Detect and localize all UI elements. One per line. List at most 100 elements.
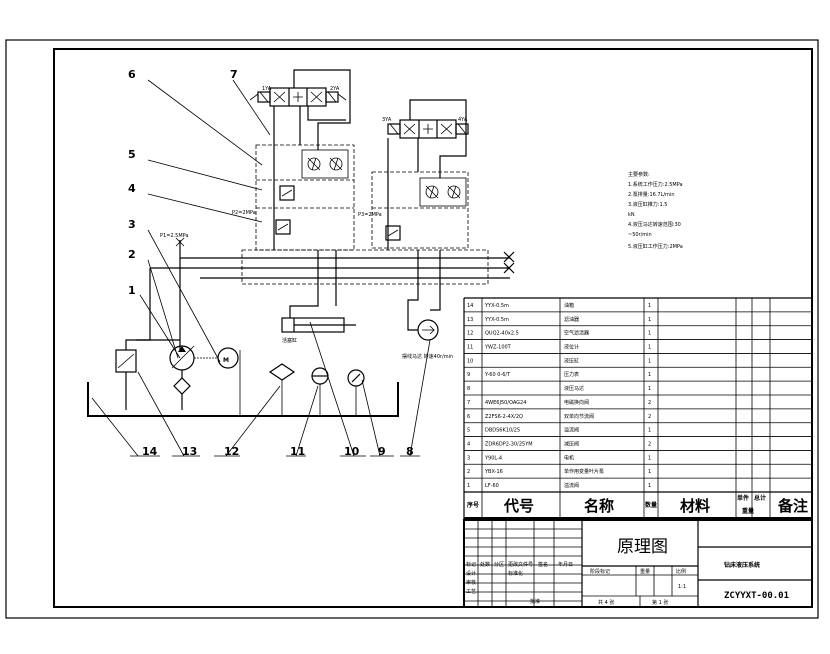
parts-cell-qty: 1 <box>648 483 651 489</box>
parts-cell-no: 8 <box>467 386 470 392</box>
label-10: 10 <box>344 445 360 458</box>
label-6: 6 <box>128 68 136 81</box>
note-line: 5.液压缸工作压力:2MPa <box>628 243 683 250</box>
dual-throttle-left <box>301 149 349 179</box>
parts-cell-qty: 1 <box>648 428 651 434</box>
circuit: M 6 <box>87 68 683 458</box>
stage-mark: 阶段标记 <box>590 568 610 575</box>
parts-cell-code: Z2FS6-2-4X/2Q <box>485 414 523 420</box>
parts-cell-no: 11 <box>467 345 473 351</box>
parts-cell-no: 7 <box>467 400 470 406</box>
tb-role-review: 审核 <box>466 579 476 586</box>
project-name: 钻床液压系统 <box>724 561 760 569</box>
reducing-valve-left <box>275 219 291 235</box>
parts-cell-name: 电机 <box>564 454 574 461</box>
parts-cell-no: 12 <box>467 331 473 337</box>
note-line: kN <box>628 212 635 218</box>
directional-valve-right <box>387 119 469 139</box>
parts-cell-qty: 1 <box>648 303 651 309</box>
parts-cell-code: YYX-0.5m <box>484 317 509 323</box>
note-line: 1.系统工作压力:2.5MPa <box>628 181 683 188</box>
label-12: 12 <box>224 445 239 458</box>
title-block: 原理图 钻床液压系统 ZCYYXT-00.01 阶段标记 重量 比例 1:1 共… <box>463 519 813 608</box>
parts-cell-name: 液压马达 <box>564 385 584 392</box>
label-5: 5 <box>128 148 136 161</box>
tb-role-process: 工艺 <box>466 589 476 595</box>
parts-cell-no: 2 <box>467 469 470 475</box>
parts-cell-no: 5 <box>467 428 470 434</box>
parts-cell-name: 空气滤清器 <box>564 330 589 337</box>
parts-cell-no: 6 <box>467 414 470 420</box>
parts-cell-name: 油箱 <box>564 302 574 309</box>
header-remark: 备注 <box>777 497 808 515</box>
parts-cell-no: 3 <box>467 455 470 461</box>
note-line: 2.泵排量:16.7L/min <box>628 191 675 198</box>
label-2: 2 <box>128 248 136 261</box>
right-valve-stack <box>371 171 469 249</box>
parts-cell-code: 4WE6J50/OAG24 <box>485 400 526 406</box>
parts-cell-no: 13 <box>467 317 473 323</box>
label-11: 11 <box>290 445 305 458</box>
solenoid-label-2: 2YA <box>330 86 340 92</box>
sheet-total: 共 4 张 <box>598 599 614 606</box>
parts-cell-code: ZDR6DP2-30/25YM <box>485 442 533 448</box>
parts-cell-code: Y-60 0-6/T <box>484 372 511 378</box>
solenoid-label-4: 4YA <box>458 117 468 123</box>
header-single: 单件 <box>737 494 749 502</box>
parts-cell-no: 9 <box>467 372 470 378</box>
parts-cell-name: 溢流阀 <box>564 482 579 489</box>
parts-cell-qty: 1 <box>648 331 651 337</box>
header-weight: 重量 <box>742 507 754 515</box>
label-1: 1 <box>128 284 136 297</box>
parts-cell-code: Y90L-4 <box>484 455 502 461</box>
parts-cell-name: 单作用变量叶片泵 <box>564 468 604 475</box>
note-line: 4.液压马达转速范围:30 <box>628 221 681 228</box>
parts-cell-name: 滤油器 <box>564 316 579 323</box>
directional-valve-left <box>249 87 347 107</box>
note-line: 主要参数: <box>628 171 650 178</box>
parts-cell-qty: 2 <box>648 400 651 406</box>
tb-col-date: 年月日 <box>558 561 573 568</box>
technical-notes: 主要参数: 1.系统工作压力:2.5MPa 2.泵排量:16.7L/min 3.… <box>628 171 683 250</box>
dual-throttle-right <box>419 177 467 207</box>
tb-col-count: 处数 <box>480 561 490 568</box>
parts-cell-name: 减压阀 <box>564 441 579 448</box>
parts-cell-qty: 1 <box>648 469 651 475</box>
header-no: 序号 <box>466 501 479 509</box>
tb-col-change: 更改文件号 <box>508 561 533 568</box>
label-7: 7 <box>230 68 238 81</box>
label-14: 14 <box>142 445 158 458</box>
label-13: 13 <box>182 445 197 458</box>
label-3: 3 <box>128 218 136 231</box>
suction-filter <box>173 370 191 395</box>
left-valve-stack <box>255 144 355 251</box>
label-9: 9 <box>378 445 386 458</box>
svg-text:M: M <box>223 357 229 364</box>
parts-cell-name: 液压缸 <box>564 357 579 364</box>
parts-cell-name: 液位计 <box>564 344 579 351</box>
parts-cell-qty: 1 <box>648 317 651 323</box>
header-qty: 数量 <box>645 501 657 509</box>
pressure-annotation-left: P1=2.5MPa <box>160 233 189 239</box>
label-4: 4 <box>128 182 136 195</box>
header-total: 总计 <box>754 494 766 502</box>
parts-cell-code: LF-60 <box>485 483 499 489</box>
note-line: ~50r/min <box>628 232 652 238</box>
relief-valve-5 <box>279 185 295 201</box>
parts-cell-no: 4 <box>467 442 470 448</box>
parts-cell-code: YBX-16 <box>484 469 503 475</box>
parts-cell-no: 14 <box>467 303 473 309</box>
label-8: 8 <box>406 445 414 458</box>
hydraulic-motor <box>417 319 439 341</box>
parts-cell-no: 1 <box>467 483 470 489</box>
solenoid-label-1: 1YA <box>262 86 272 92</box>
parts-cell-qty: 1 <box>648 345 651 351</box>
tb-role-design: 设计 <box>466 570 476 577</box>
parts-cell-code: YYX-0.5m <box>484 303 509 309</box>
parts-cell-code: DBDS6K10/25 <box>485 428 520 434</box>
drawing-number: ZCYYXT-00.01 <box>724 591 789 601</box>
oil-tank <box>87 382 399 417</box>
air-filter <box>268 363 296 381</box>
